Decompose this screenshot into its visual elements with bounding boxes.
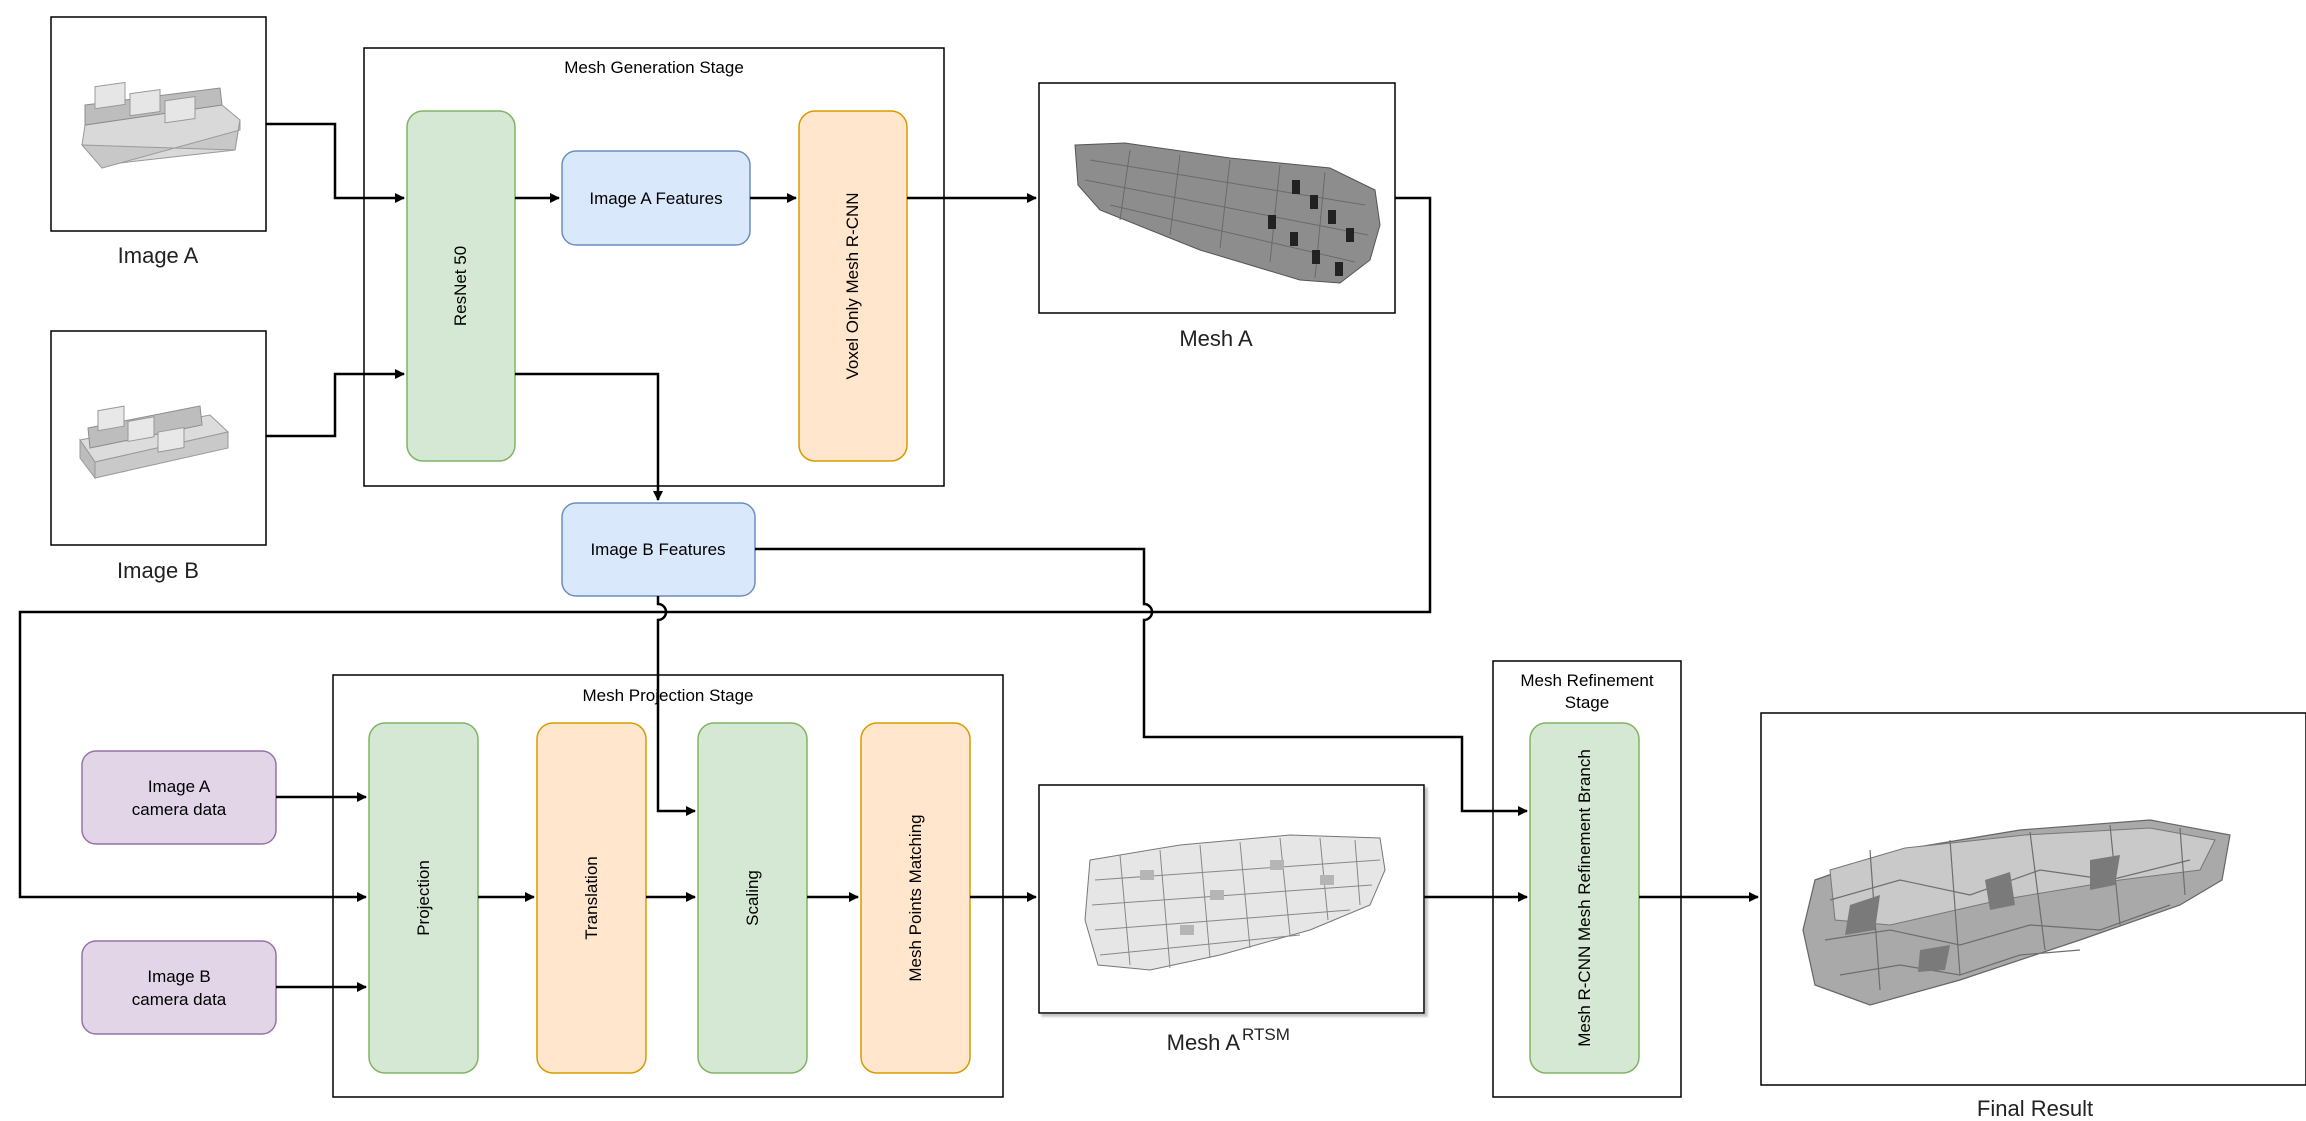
resnet-label: ResNet 50 <box>451 246 470 326</box>
mesh-projection-stage-title: Mesh Projection Stage <box>582 686 753 705</box>
image-b-features-label: Image B Features <box>590 540 725 559</box>
arrow-mesh-a-to-projection <box>18 196 1432 902</box>
mesh-refinement-stage-title-2: Stage <box>1565 693 1609 712</box>
image-a-features-block: Image A Features <box>561 150 751 246</box>
translation-block: Translation <box>536 722 647 1074</box>
mesh-refinement-stage-frame <box>1492 660 1682 1098</box>
refined-mesh-render <box>1802 819 2231 1006</box>
scaling-block: Scaling <box>697 722 808 1074</box>
mesh-points-matching-block: Mesh Points Matching <box>860 722 971 1074</box>
sofa-render-b <box>79 405 230 480</box>
mesh-a-rtsm-superscript: RTSM <box>1242 1025 1290 1044</box>
projection-label: Projection <box>414 860 433 936</box>
connectors <box>18 122 1759 992</box>
image-a-label: Image A <box>118 243 199 268</box>
translation-label: Translation <box>582 856 601 939</box>
projection-block: Projection <box>368 722 479 1074</box>
mesh-refinement-stage-title-1: Mesh Refinement <box>1520 671 1654 690</box>
arrow-image-b-to-resnet <box>266 369 405 438</box>
camera-a-block: Image A camera data <box>81 750 277 845</box>
camera-b-label-2: camera data <box>132 990 227 1009</box>
image-b-features-block: Image B Features <box>561 502 756 597</box>
mesh-a-label: Mesh A <box>1179 326 1253 351</box>
transformed-mesh-render <box>1084 834 1386 971</box>
arrow-image-b-features-to-refinement <box>755 547 1528 816</box>
mesh-a-rtsm-panel <box>1038 784 1425 1014</box>
voxel-mesh-rcnn-label: Voxel Only Mesh R-CNN <box>843 192 862 379</box>
sofa-render-a <box>80 81 241 169</box>
final-result-panel <box>1760 712 2306 1086</box>
mesh-generation-stage-frame <box>363 47 945 487</box>
mesh-a-panel <box>1038 82 1396 314</box>
voxel-mesh-render <box>1074 142 1381 284</box>
final-result-label: Final Result <box>1977 1096 2093 1121</box>
scaling-label: Scaling <box>743 870 762 926</box>
mesh-points-matching-label: Mesh Points Matching <box>906 814 925 981</box>
refinement-branch-label: Mesh R-CNN Mesh Refinement Branch <box>1575 749 1594 1047</box>
mesh-a-rtsm-label: Mesh A <box>1167 1030 1241 1055</box>
mesh-projection-stage-frame <box>332 674 1004 1098</box>
image-a-features-label: Image A Features <box>589 189 722 208</box>
refinement-branch-block: Mesh R-CNN Mesh Refinement Branch <box>1529 722 1640 1074</box>
image-a-panel <box>50 16 267 232</box>
arrow-image-a-to-resnet <box>266 122 405 203</box>
mesh-generation-stage-title: Mesh Generation Stage <box>564 58 744 77</box>
resnet-block: ResNet 50 <box>406 110 516 462</box>
camera-b-block: Image B camera data <box>81 940 277 1035</box>
camera-a-label-2: camera data <box>132 800 227 819</box>
arrow-resnet-to-image-b-features <box>515 372 663 501</box>
image-b-label: Image B <box>117 558 199 583</box>
arrow-image-b-features-to-scaling <box>656 596 696 816</box>
camera-a-label-1: Image A <box>148 777 211 796</box>
camera-b-label-1: Image B <box>147 967 210 986</box>
image-b-panel <box>50 330 267 546</box>
voxel-mesh-rcnn-block: Voxel Only Mesh R-CNN <box>798 110 908 462</box>
